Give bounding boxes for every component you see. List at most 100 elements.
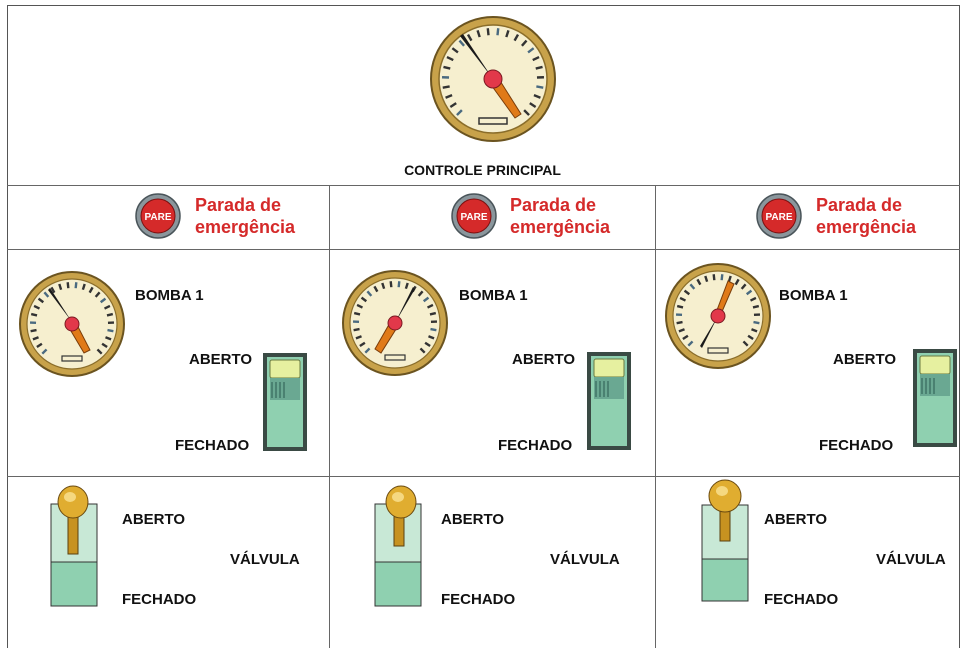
- pump-gauge-icon: [341, 269, 449, 379]
- gauge-tick: [106, 312, 114, 317]
- valve-lever-icon[interactable]: [49, 484, 101, 608]
- gauge-tick: [521, 39, 528, 47]
- pump-label: BOMBA 1: [135, 287, 204, 304]
- gauge-tick: [752, 304, 760, 309]
- gauge-tick: [81, 283, 86, 291]
- gauge-tick: [37, 297, 45, 304]
- gauge-tick: [535, 65, 543, 70]
- gauge-tick: [426, 303, 434, 309]
- gauge-tick: [676, 320, 683, 325]
- gauge-tick: [523, 109, 530, 116]
- gauge-tick: [446, 56, 454, 62]
- gauge-tick: [30, 328, 37, 333]
- pump-switch-icon[interactable]: [586, 351, 632, 451]
- gauge-tick: [419, 347, 426, 354]
- gauge-tick: [359, 341, 366, 348]
- gauge-tick: [747, 334, 754, 341]
- gauge-tick: [33, 304, 41, 310]
- gauge-tick: [679, 296, 687, 302]
- gauge-tick: [449, 102, 457, 108]
- gauge-tick: [417, 290, 424, 297]
- emergency-stop-line2: emergência: [510, 217, 611, 237]
- gauge-tick: [505, 30, 510, 38]
- valve-lever-icon[interactable]: [373, 484, 425, 608]
- gauge-tick: [404, 282, 409, 290]
- stop-button[interactable]: PARE: [756, 193, 802, 239]
- gauge-tick: [532, 56, 540, 62]
- gauge-tick: [428, 335, 435, 340]
- gauge-tick: [740, 283, 747, 290]
- gauge-tick: [466, 33, 473, 42]
- gauge-tick: [373, 285, 379, 293]
- pump-switch-icon[interactable]: [262, 352, 308, 452]
- gauge-tick: [36, 342, 43, 349]
- stop-button-label: PARE: [460, 212, 487, 223]
- divider: [329, 185, 330, 648]
- gauge-tick: [424, 341, 431, 348]
- pump-switch-icon[interactable]: [912, 348, 958, 448]
- gauge-tick: [496, 28, 500, 36]
- gauge-tick: [397, 281, 401, 288]
- gauge-tick: [429, 311, 437, 316]
- gauge-tick: [360, 296, 368, 303]
- gauge-tick: [451, 47, 459, 54]
- gauge-tick: [422, 296, 430, 303]
- gauge-tick: [445, 94, 453, 99]
- valve-label: VÁLVULA: [876, 551, 946, 568]
- gauge-tick: [727, 275, 732, 283]
- gauge-tick: [103, 304, 111, 310]
- pump-label: BOMBA 1: [459, 287, 528, 304]
- gauge-tick: [353, 311, 361, 316]
- gauge-tick: [430, 327, 437, 332]
- gauge-tick: [704, 275, 709, 283]
- gauge-tick: [364, 347, 371, 354]
- valve-lever-icon[interactable]: [700, 479, 752, 603]
- gauge-tick: [96, 348, 103, 355]
- pump-closed-label: FECHADO: [498, 437, 573, 454]
- emergency-stop-line1: Parada de: [195, 195, 282, 215]
- emergency-stop-label: Parada de emergência: [510, 194, 610, 238]
- stop-button[interactable]: PARE: [451, 193, 497, 239]
- gauge-tick: [32, 336, 39, 341]
- valve-open-label: ABERTO: [122, 511, 186, 528]
- gauge-tick: [442, 85, 450, 89]
- pump-label: BOMBA 1: [779, 287, 848, 304]
- gauge-tick: [353, 327, 360, 332]
- gauge-tick: [41, 348, 48, 355]
- gauge-tick: [66, 282, 70, 289]
- pump-closed-label: FECHADO: [819, 437, 894, 454]
- gauge-tick: [101, 342, 108, 349]
- valve-open-label: ABERTO: [441, 511, 505, 528]
- gauge-tick: [682, 334, 689, 341]
- gauge-tick: [30, 312, 38, 317]
- gauge-tick: [529, 102, 537, 108]
- gauge-tick: [533, 94, 541, 99]
- valve-label: VÁLVULA: [550, 551, 620, 568]
- gauge-tick: [43, 291, 50, 298]
- gauge-tick: [696, 278, 702, 286]
- valve-closed-label: FECHADO: [441, 591, 516, 608]
- main-control-title: CONTROLE PRINCIPAL: [404, 162, 561, 178]
- gauge-tick: [536, 85, 544, 89]
- control-panel-frame: [7, 5, 960, 648]
- pump-open-label: ABERTO: [833, 351, 897, 368]
- gauge-tick: [476, 30, 481, 38]
- pump-gauge-icon: [664, 262, 772, 372]
- emergency-stop-line1: Parada de: [510, 195, 597, 215]
- gauge-tick: [687, 340, 694, 347]
- gauge-tick: [678, 328, 685, 333]
- stop-button[interactable]: PARE: [135, 193, 181, 239]
- emergency-stop-line2: emergência: [816, 217, 917, 237]
- gauge-tick: [456, 109, 463, 116]
- gauge-tick: [74, 282, 78, 289]
- gauge-tick: [753, 320, 760, 325]
- gauge-tick: [356, 303, 364, 309]
- gauge-tick: [58, 283, 63, 291]
- valve-open-label: ABERTO: [764, 511, 828, 528]
- gauge-tick: [88, 286, 94, 294]
- valve-label: VÁLVULA: [230, 551, 300, 568]
- stop-button-label: PARE: [144, 212, 171, 223]
- valve-closed-label: FECHADO: [764, 591, 839, 608]
- emergency-stop-label: Parada de emergência: [816, 194, 916, 238]
- pump-open-label: ABERTO: [189, 351, 253, 368]
